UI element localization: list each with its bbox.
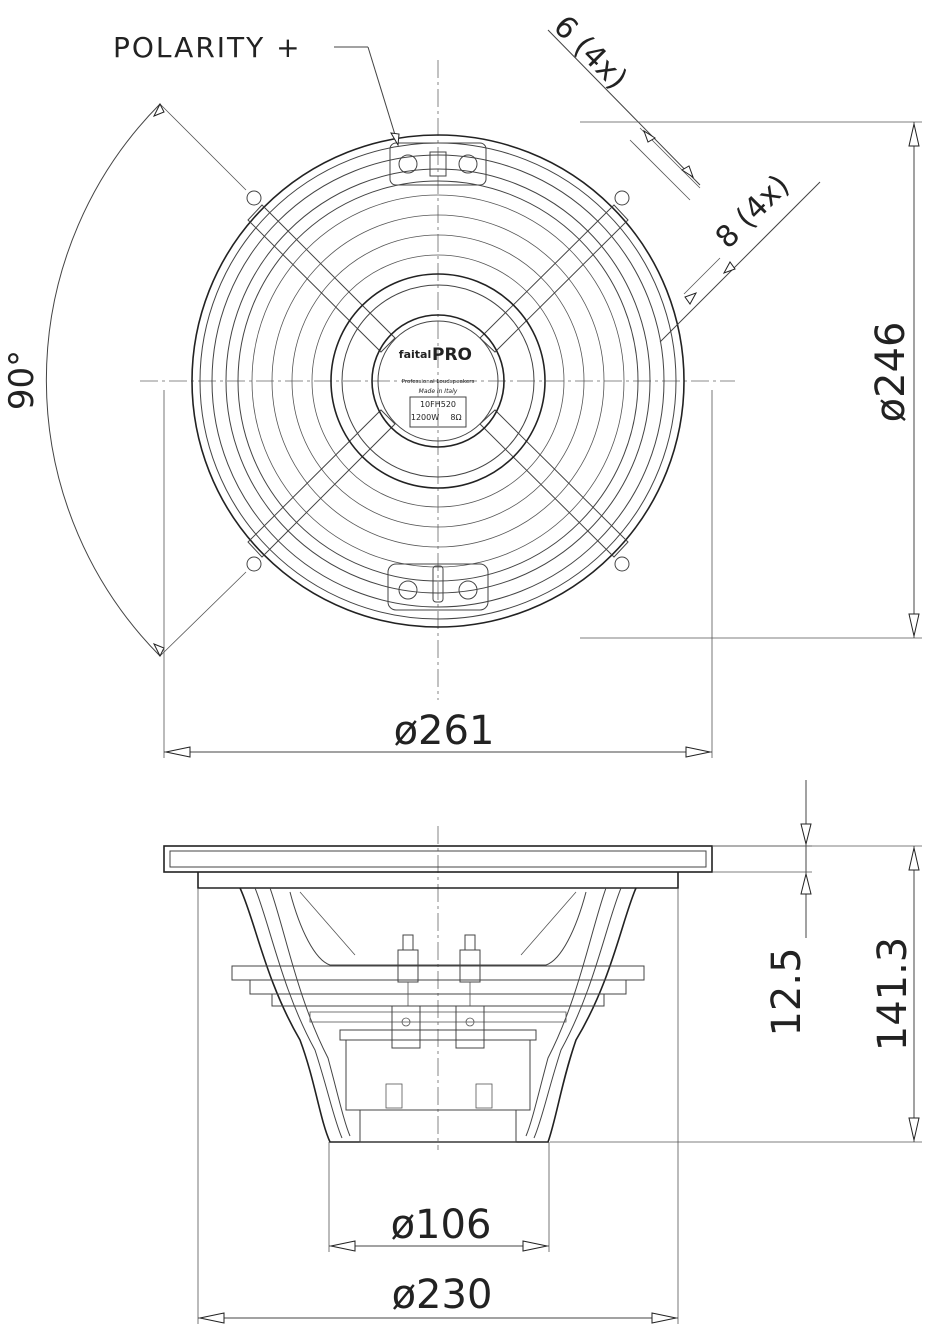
angle-dimension: 90° — [2, 102, 247, 658]
side-view: 12.5 141.3 ø106 ø230 — [163, 780, 922, 1324]
badge-model: 10FH520 — [420, 400, 456, 409]
badge-brand-suffix: PRO — [432, 345, 472, 365]
dia-261-label: ø261 — [394, 708, 495, 754]
dim-141-3: 141.3 — [550, 845, 922, 1143]
dia-106-label: ø106 — [391, 1202, 492, 1248]
badge-brand: faital — [399, 348, 431, 361]
dim-106: ø106 — [328, 1142, 550, 1252]
dim-261: ø261 — [163, 390, 713, 758]
dia-246-label: ø246 — [868, 322, 914, 423]
badge-origin: Made in Italy — [419, 388, 458, 395]
badge-tagline: Professional Loudspeakers — [402, 379, 475, 385]
dia-230-label: ø230 — [392, 1272, 493, 1318]
polarity-label: POLARITY + — [113, 31, 302, 64]
side-terminals — [391, 934, 485, 1049]
dim-12-5-label: 12.5 — [764, 947, 810, 1036]
polarity-callout: POLARITY + — [113, 31, 400, 147]
dim-141-3-label: 141.3 — [870, 937, 916, 1052]
hole-large-label: 8 (4x) — [709, 168, 797, 256]
badge-impedance: 8Ω — [450, 413, 461, 422]
hole-callouts: 6 (4x) 8 (4x) — [546, 9, 821, 343]
dim-12-5: 12.5 — [712, 780, 812, 1037]
dim-230: ø230 — [197, 888, 679, 1324]
brand-badge: faital PRO Professional Loudspeakers Mad… — [377, 320, 499, 442]
dim-246: ø246 — [580, 121, 922, 639]
front-view: faital PRO Professional Loudspeakers Mad… — [2, 9, 922, 758]
front-terminals — [387, 142, 489, 611]
hole-small-label: 6 (4x) — [546, 9, 634, 97]
badge-power: 1200W — [411, 413, 439, 422]
frame-spokes — [247, 204, 629, 558]
mounting-holes — [246, 190, 630, 572]
angle-label: 90° — [2, 350, 42, 410]
